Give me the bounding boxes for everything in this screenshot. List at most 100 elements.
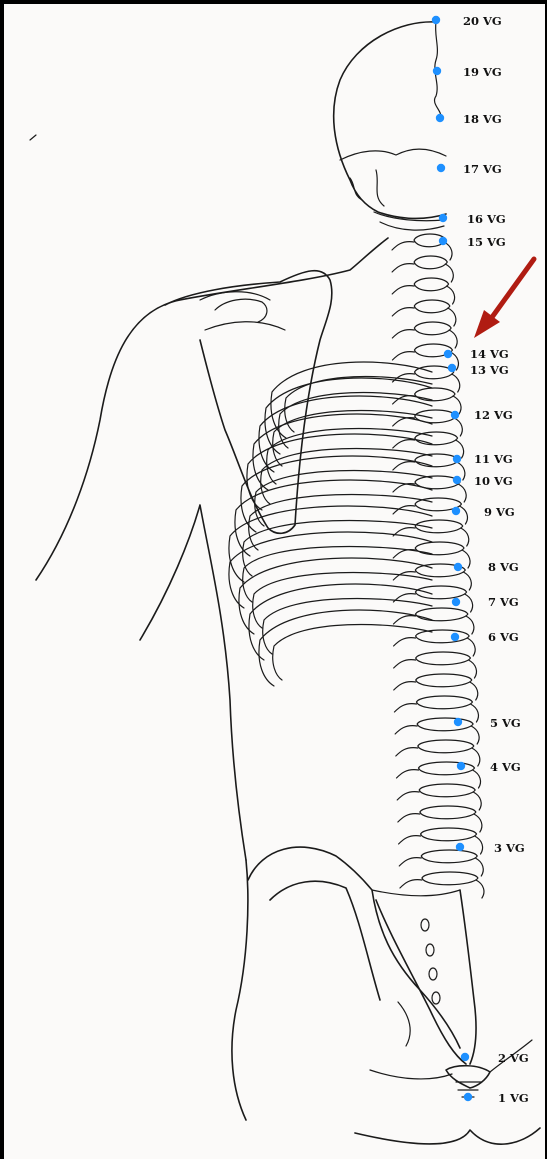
vertebra (414, 300, 450, 313)
transverse-process (395, 726, 417, 734)
rib-inner-edge (255, 470, 432, 526)
spinous-process (473, 792, 481, 810)
rib (247, 434, 432, 510)
acupoint-label: 10 VG (474, 474, 513, 488)
transverse-process (397, 770, 419, 778)
acupoint-label: 7 VG (488, 595, 519, 609)
acupoint-11-vg: 11 VG (453, 452, 513, 466)
acupoint-20-vg: 20 VG (432, 14, 502, 28)
acupoint-marker (448, 364, 456, 372)
transverse-process (394, 660, 416, 668)
vertebra (415, 586, 466, 599)
vertebra (415, 432, 458, 445)
acupoint-label: 8 VG (488, 560, 519, 574)
acupoint-12-vg: 12 VG (451, 408, 513, 422)
acupoint-marker (452, 507, 460, 515)
acupoint-label: 2 VG (498, 1051, 529, 1065)
vertebra (421, 850, 477, 863)
acupoint-marker (432, 16, 440, 24)
transverse-process (392, 352, 414, 360)
acupoint-marker (453, 455, 461, 463)
acupoint-marker (433, 67, 441, 75)
transverse-process (394, 682, 416, 690)
transverse-process (393, 616, 415, 624)
acupoint-marker (436, 114, 444, 122)
spinous-process (466, 616, 474, 634)
rib-cage (229, 362, 432, 686)
spinous-process (468, 660, 476, 678)
vertebral-column (392, 234, 484, 898)
spinous-process (458, 484, 466, 502)
vertebra (416, 696, 472, 709)
transverse-process (392, 264, 414, 272)
spinous-process (470, 682, 478, 700)
spinous-process (463, 572, 471, 590)
spinous-process (470, 704, 478, 722)
vertebra (416, 674, 472, 687)
spinous-process (475, 836, 483, 854)
acupoint-label: 1 VG (498, 1091, 529, 1105)
acupoint-marker (454, 718, 462, 726)
acupoint-marker (439, 214, 447, 222)
acupoint-marker (451, 411, 459, 419)
acupoint-7-vg: 7 VG (452, 595, 519, 609)
acupoint-marker (451, 633, 459, 641)
vertebra (420, 806, 476, 819)
vertebra (415, 608, 467, 621)
acupoint-marker (444, 350, 452, 358)
rib-inner-edge (243, 546, 432, 602)
acupoint-label: 16 VG (467, 212, 506, 226)
transverse-process (400, 880, 422, 888)
transverse-process (394, 638, 416, 646)
acupoint-label: 18 VG (463, 112, 502, 126)
scapula-illustration (165, 271, 332, 534)
spinous-process (474, 814, 482, 832)
spinous-process (445, 264, 453, 282)
spinous-process (467, 638, 475, 656)
acupoint-label: 17 VG (463, 162, 502, 176)
rib (259, 610, 432, 686)
transverse-process (396, 748, 418, 756)
vertebra (415, 388, 455, 401)
acupoint-label: 3 VG (494, 841, 525, 855)
spinous-process (444, 242, 452, 260)
vertebra (416, 652, 471, 665)
pelvis-illustration (248, 847, 532, 1097)
transverse-process (399, 858, 421, 866)
rib-inner-edge (261, 448, 432, 504)
vertebra (417, 718, 473, 731)
rib (249, 584, 432, 660)
acupoint-marker (461, 1053, 469, 1061)
spinous-process (473, 770, 481, 788)
vertebra (419, 784, 475, 797)
acupoint-label: 4 VG (490, 760, 521, 774)
rib (265, 378, 432, 454)
spinous-process (462, 550, 470, 568)
acupoint-label: 19 VG (463, 65, 502, 79)
vertebra (416, 630, 470, 643)
transverse-process (393, 462, 415, 470)
spinous-process (449, 330, 457, 348)
acupoint-label: 12 VG (474, 408, 513, 422)
vertebra (414, 256, 447, 269)
spinous-process (476, 880, 484, 898)
acupoint-label: 13 VG (470, 363, 509, 377)
acupoint-marker (453, 476, 461, 484)
acupoint-3-vg: 3 VG (456, 841, 525, 855)
acupoint-5-vg: 5 VG (454, 716, 521, 730)
acupoint-15-vg: 15 VG (439, 235, 506, 249)
acupoint-19-vg: 19 VG (433, 65, 502, 79)
spinous-process (452, 374, 460, 392)
rib (239, 558, 432, 634)
spinous-process (472, 748, 480, 766)
vertebra (418, 740, 474, 753)
transverse-process (392, 308, 414, 316)
acupoint-marker (439, 237, 447, 245)
arrow-shaft (490, 259, 534, 320)
acupoint-label: 9 VG (484, 505, 515, 519)
acupoint-marker (452, 598, 460, 606)
acupoint-16-vg: 16 VG (439, 212, 506, 226)
